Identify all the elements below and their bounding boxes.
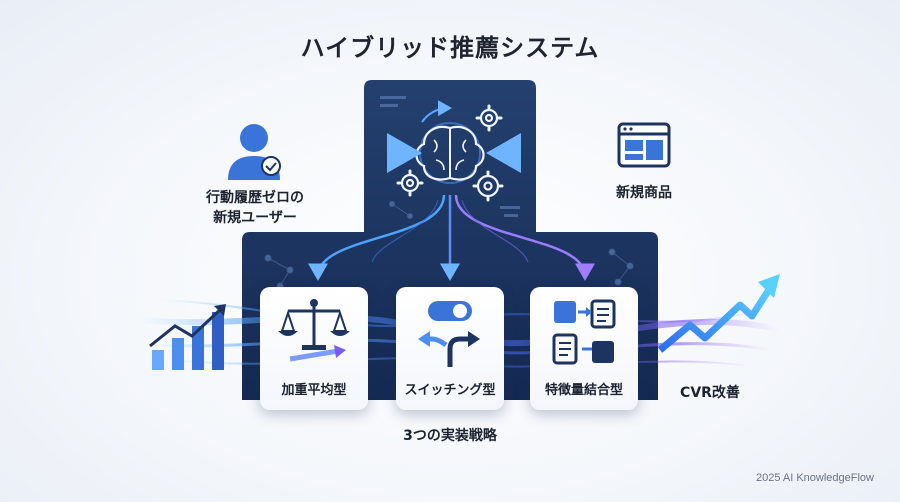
strategy-label: スイッチング型 [404, 383, 496, 398]
new-user-label: 行動履歴ゼロの新規ユーザー [206, 190, 304, 226]
strategy-card-feature-concat: 特徴量結合型 [530, 287, 638, 410]
new-product-label: 新規商品 [616, 185, 672, 201]
new-product-icon [617, 122, 671, 168]
footer-credit: 2025 AI KnowledgeFlow [755, 472, 874, 484]
outcome-label: CVR改善 [680, 385, 740, 401]
growth-chart-icon [149, 304, 226, 370]
strategy-label: 特徴量結合型 [544, 383, 623, 398]
strategy-label: 加重平均型 [281, 383, 347, 398]
strategy-card-switching: スイッチング型 [396, 287, 504, 410]
gear-icon [400, 108, 500, 198]
strategies-caption: 3つの実装戦略 [403, 428, 497, 444]
branch-arrows [308, 194, 595, 281]
new-user-icon [228, 124, 281, 180]
diagram-title: ハイブリッド推薦システム [300, 34, 600, 62]
strategy-card-weighted: 加重平均型 [260, 287, 368, 410]
switch-route-icon [418, 301, 480, 367]
cvr-rising-arrow-icon [657, 274, 780, 353]
feature-merge-icon [552, 299, 616, 365]
balance-scale-icon [278, 299, 350, 362]
